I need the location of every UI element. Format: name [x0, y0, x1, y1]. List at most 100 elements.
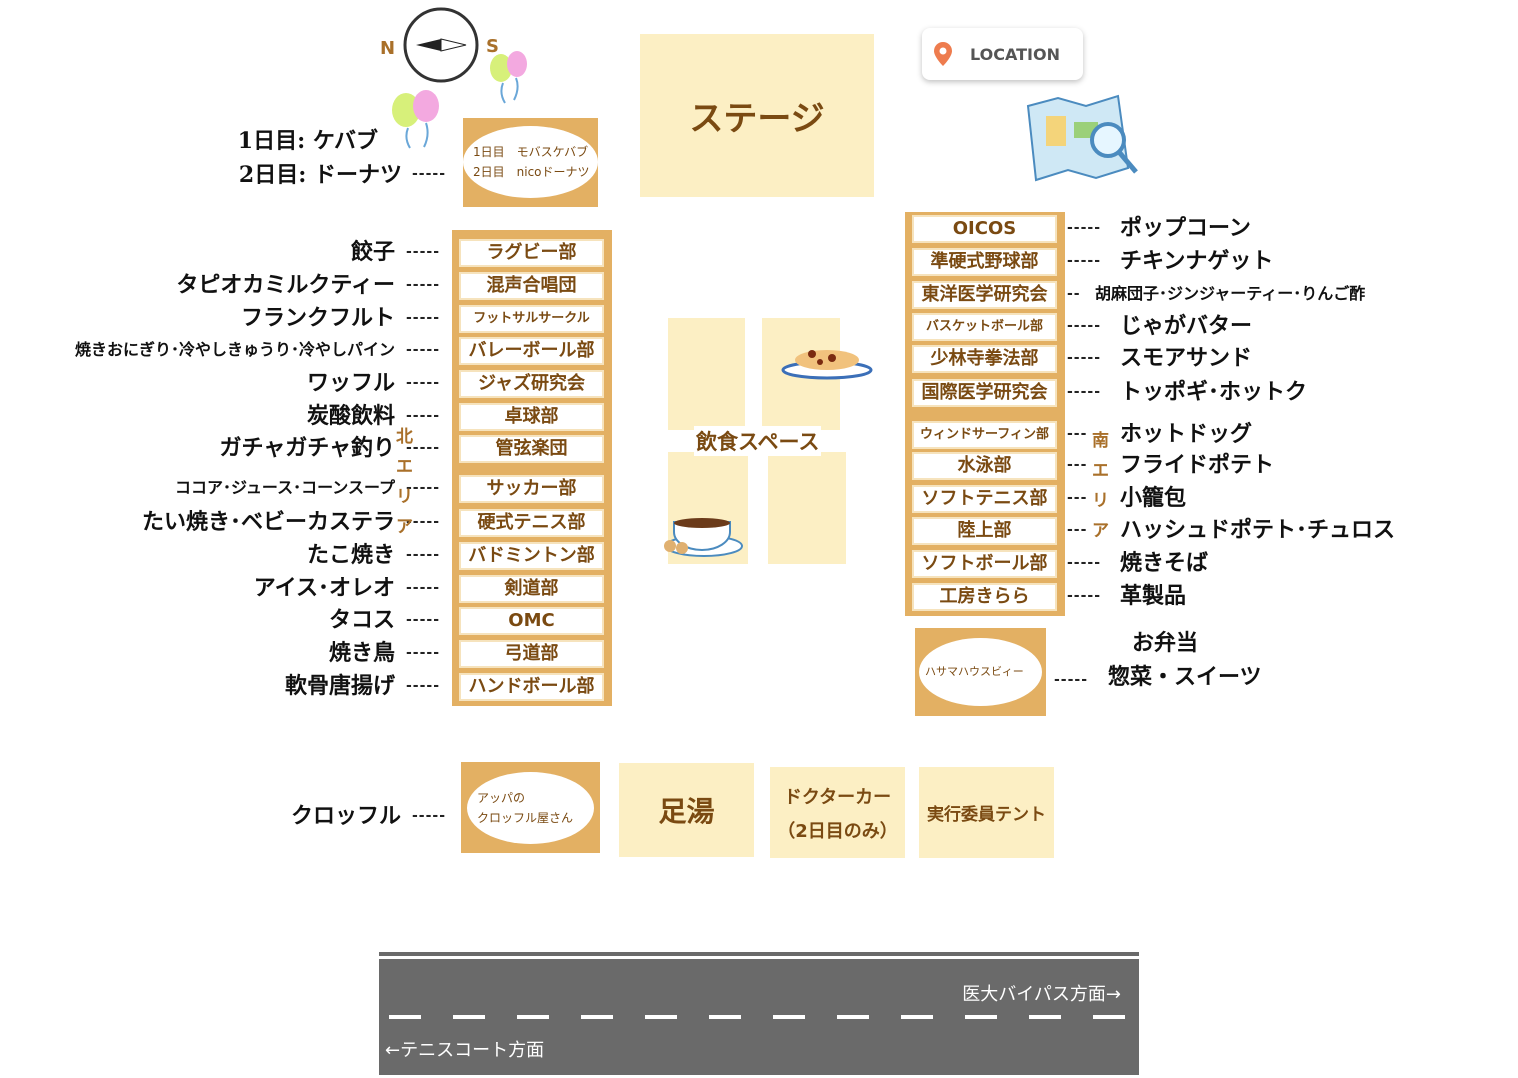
- stall-2: 東洋医学研究会: [912, 281, 1057, 309]
- stall-12: 弓道部: [459, 640, 604, 668]
- food-label: ハッシュドポテト･チュロス: [1120, 517, 1396, 543]
- connector: -----: [1067, 555, 1102, 571]
- food-label: フランクフルト: [240, 305, 395, 331]
- connector: --: [1067, 286, 1081, 302]
- road: 医大バイパス方面→ ←テニスコート方面: [379, 952, 1139, 1075]
- food-label: 胡麻団子･ジンジャーティー･りんご酢: [1095, 284, 1366, 303]
- pasta-plate-icon: [781, 350, 873, 380]
- eating-table: [768, 452, 846, 564]
- doctor-car-note: （2日目のみ）: [777, 820, 898, 842]
- stall-day1: 1日目 モバスケバブ: [473, 145, 589, 159]
- connector: -----: [406, 342, 441, 358]
- eating-table: [668, 318, 745, 430]
- stall-6: ウィンドサーフィン部: [912, 421, 1057, 449]
- stall-10: ソフトボール部: [912, 550, 1057, 578]
- stall-2: フットサルサークル: [459, 305, 604, 333]
- food-label: ガチャガチャ釣り: [219, 435, 395, 461]
- stall-9: 陸上部: [912, 517, 1057, 545]
- location-label: LOCATION: [970, 44, 1060, 64]
- food-label: クロッフル: [290, 803, 401, 829]
- food-day2: 2日目: ドーナツ: [238, 162, 402, 188]
- stall-9: バドミントン部: [459, 542, 604, 570]
- compass-north-label: N: [380, 38, 396, 59]
- stall-13: ハンドボール部: [459, 673, 604, 701]
- food-label: ワッフル: [306, 370, 395, 396]
- north-area-label: エ: [396, 457, 413, 477]
- stall-5: 国際医学研究会: [912, 379, 1057, 407]
- south-area-label: リ: [1092, 491, 1109, 511]
- connector: -----: [1067, 588, 1102, 604]
- food-day1: 1日目: ケバブ: [237, 128, 378, 154]
- north-area-label: 北: [396, 427, 413, 447]
- food-label: たこ焼き: [306, 542, 395, 568]
- food-label: 小籠包: [1120, 485, 1187, 511]
- location-button[interactable]: LOCATION: [922, 28, 1083, 80]
- hasama-house-bee-stall: ハサマハウスビィー: [915, 628, 1046, 716]
- stall-11: 工房きらら: [912, 583, 1057, 611]
- stall-oval: ハサマハウスビィー: [919, 638, 1042, 706]
- connector: -----: [406, 645, 441, 661]
- stall-3: バレーボール部: [459, 337, 604, 365]
- food-label: スモアサンド: [1120, 345, 1253, 371]
- stall-3: バスケットボール部: [912, 313, 1057, 341]
- compass-icon: [403, 7, 479, 83]
- stall-4: ジャズ研究会: [459, 370, 604, 398]
- connector: -----: [412, 166, 447, 182]
- balloons-icon: [392, 90, 439, 149]
- connector: ---: [1067, 457, 1088, 473]
- committee-tent-label: 実行委員テント: [927, 805, 1046, 825]
- direction-medical-bypass: 医大バイパス方面→: [962, 984, 1121, 1005]
- stall-oval: アッパの クロッフル屋さん: [467, 772, 594, 844]
- food-label: たい焼き･ベビーカステラ: [141, 509, 395, 535]
- south-area-stall-block: [905, 212, 1065, 616]
- connector: ---: [1067, 490, 1088, 506]
- stall-5: 卓球部: [459, 403, 604, 431]
- stage-area: ステージ: [640, 34, 874, 197]
- food-label: フライドポテト: [1120, 452, 1275, 478]
- connector: -----: [406, 440, 441, 456]
- doctor-car-label: ドクターカー: [783, 786, 892, 808]
- direction-tennis-court: ←テニスコート方面: [385, 1040, 545, 1061]
- croffle-stall: アッパの クロッフル屋さん: [461, 762, 600, 853]
- footbath: 足湯: [619, 763, 754, 857]
- map-magnifier-icon: [1026, 94, 1138, 182]
- food-label: ホットドッグ: [1120, 421, 1253, 447]
- stall-1: 混声合唱団: [459, 272, 604, 300]
- food-label: 革製品: [1120, 583, 1187, 609]
- connector: -----: [1054, 672, 1089, 688]
- stall-7: サッカー部: [459, 475, 604, 503]
- food-label: 焼きそば: [1120, 550, 1209, 576]
- footbath-label: 足湯: [658, 795, 715, 828]
- stall-1: 準硬式野球部: [912, 248, 1057, 276]
- stall-name-line2: クロッフル屋さん: [477, 811, 574, 825]
- connector: -----: [1067, 318, 1102, 334]
- connector: -----: [406, 580, 441, 596]
- connector: -----: [406, 277, 441, 293]
- north-area-label: リ: [396, 487, 413, 507]
- connector: -----: [406, 480, 441, 496]
- connector: -----: [406, 547, 441, 563]
- committee-tent: 実行委員テント: [919, 767, 1054, 858]
- food-label: アイス･オレオ: [253, 575, 395, 601]
- stall-name: ハサマハウスビィー: [925, 665, 1024, 678]
- food-label: タピオカミルクティー: [176, 272, 395, 298]
- connector: ---: [1067, 522, 1088, 538]
- eating-space-label: 飲食スペース: [694, 426, 822, 456]
- map-pin-icon: [934, 42, 952, 66]
- food-label: 焼き鳥: [328, 640, 395, 666]
- connector: -----: [406, 408, 441, 424]
- stall-oval: 1日目 モバスケバブ 2日目 nicoドーナツ: [463, 126, 598, 198]
- stall-8: ソフトテニス部: [912, 485, 1057, 513]
- food-label: ポップコーン: [1120, 215, 1251, 241]
- kebab-donut-stall: 1日目 モバスケバブ 2日目 nicoドーナツ: [463, 118, 598, 207]
- road-center-dashes: [389, 1015, 1139, 1019]
- food-label: ココア･ジュース･コーンスープ: [174, 478, 395, 497]
- stall-11: OMC: [459, 607, 604, 635]
- compass-south-label: S: [486, 36, 499, 57]
- stage-label: ステージ: [689, 99, 825, 139]
- connector: -----: [406, 375, 441, 391]
- stall-7: 水泳部: [912, 452, 1057, 480]
- connector: -----: [406, 310, 441, 326]
- connector: -----: [406, 678, 441, 694]
- food-label: 軟骨唐揚げ: [284, 673, 395, 699]
